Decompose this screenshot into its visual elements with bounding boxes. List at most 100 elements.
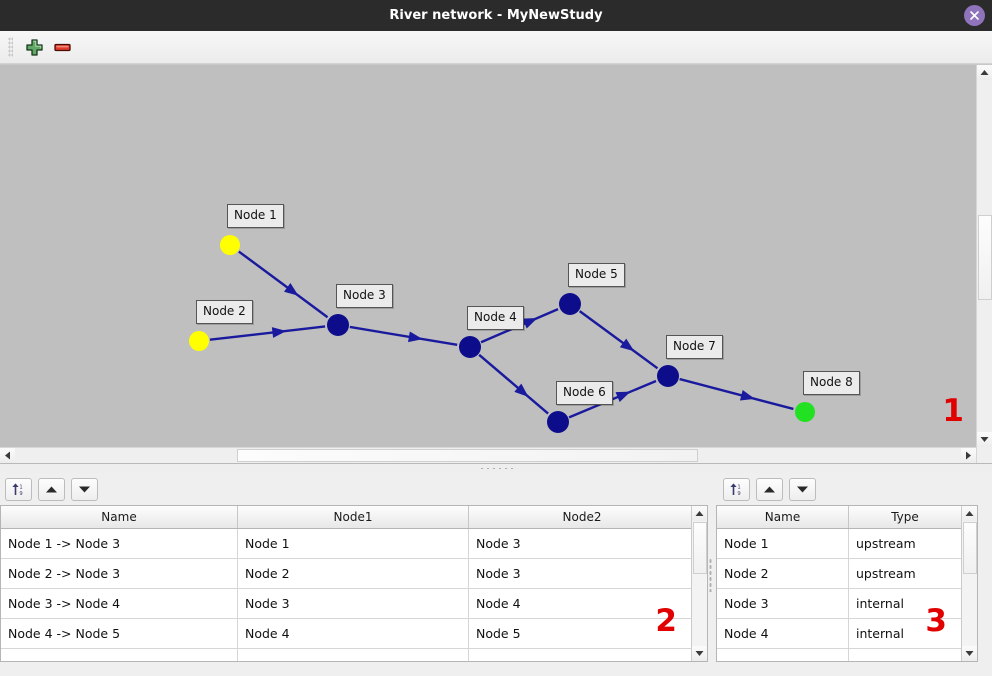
links-table-scrollbar[interactable] (691, 506, 707, 661)
graph-node-label-node-2[interactable]: Node 2 (196, 300, 253, 324)
canvas-vscroll-thumb[interactable] (978, 215, 992, 300)
scroll-left-button[interactable] (0, 448, 15, 463)
graph-node-node-1[interactable] (220, 235, 240, 255)
add-plus-icon (25, 38, 43, 56)
svg-text:9: 9 (737, 491, 740, 497)
table-cell[interactable]: upstream (848, 558, 961, 589)
canvas-vertical-scrollbar[interactable] (976, 65, 992, 463)
canvas-hscroll-thumb[interactable] (237, 449, 698, 462)
graph-node-label-node-5[interactable]: Node 5 (568, 263, 625, 287)
table-cell[interactable]: Node 4 -> Node 5 (1, 618, 238, 649)
graph-node-node-3[interactable] (327, 314, 349, 336)
nodes-pane: 1 9 (712, 473, 992, 676)
graph-edge[interactable] (578, 310, 659, 370)
nodes-sort-button[interactable]: 1 9 (723, 477, 750, 501)
table-cell[interactable]: Node 3 -> Node 4 (1, 588, 238, 619)
bottom-panes: 1 9 (0, 473, 992, 676)
table-cell[interactable]: Node 1 (717, 528, 849, 559)
table-cell[interactable]: Node 2 (717, 558, 849, 589)
links-move-up-button[interactable] (38, 477, 65, 501)
table-cell[interactable]: upstream (848, 528, 961, 559)
links-scroll-thumb[interactable] (693, 522, 707, 574)
graph-node-node-5[interactable] (559, 293, 581, 315)
graph-edge[interactable] (478, 353, 549, 415)
scroll-right-button[interactable] (961, 448, 976, 463)
table-cell[interactable]: Node 3 (468, 558, 695, 589)
graph-edge-arrow-icon (739, 390, 755, 401)
table-cell[interactable]: Node 1 -> Node 3 (1, 528, 238, 559)
links-column-header-node1[interactable]: Node1 (237, 506, 469, 529)
nodes-column-header-name[interactable]: Name (717, 506, 849, 529)
graph-edge[interactable] (679, 377, 794, 411)
graph-node-label-node-7[interactable]: Node 7 (666, 335, 723, 359)
table-cell[interactable]: internal (848, 618, 961, 649)
graph-edge[interactable] (238, 250, 329, 319)
graph-edge[interactable] (349, 325, 458, 347)
table-cell[interactable]: Node 2 -> Node 3 (1, 558, 238, 589)
links-scroll-down-button[interactable] (692, 646, 707, 661)
links-move-down-button[interactable] (71, 477, 98, 501)
table-cell[interactable]: Node 5 (468, 618, 695, 649)
network-graph-canvas[interactable]: Node 1 Node 2 Node 3 Node 4 Node 5 Node 6 Node… (0, 64, 992, 463)
graph-node-node-4[interactable] (459, 336, 481, 358)
nodes-table-scrollbar[interactable] (961, 506, 977, 661)
table-cell[interactable]: Node 3 (717, 588, 849, 619)
scroll-up-button[interactable] (977, 65, 992, 80)
table-cell[interactable]: Node 4 (468, 588, 695, 619)
close-button[interactable] (964, 5, 985, 26)
graph-node-label-node-3[interactable]: Node 3 (336, 284, 393, 308)
nodes-move-up-button[interactable] (756, 477, 783, 501)
chevron-down-icon (695, 651, 704, 656)
sort-ascending-icon: 1 9 (12, 482, 23, 497)
table-cell[interactable]: Node 2 (237, 558, 469, 589)
nodes-scroll-thumb[interactable] (963, 522, 977, 574)
links-scroll-up-button[interactable] (692, 506, 707, 521)
links-column-header-name[interactable]: Name (1, 506, 238, 529)
links-sort-button[interactable]: 1 9 (5, 477, 32, 501)
table-cell[interactable]: internal (848, 588, 961, 619)
canvas-horizontal-scrollbar[interactable] (0, 447, 976, 463)
horizontal-splitter[interactable] (0, 463, 992, 473)
graph-node-node-6[interactable] (547, 411, 569, 433)
links-column-header-node2[interactable]: Node2 (468, 506, 695, 529)
vertical-splitter[interactable] (708, 473, 712, 676)
add-node-button[interactable] (20, 34, 48, 61)
nodes-move-down-button[interactable] (789, 477, 816, 501)
toolbar-drag-handle[interactable] (8, 37, 13, 57)
scroll-down-button[interactable] (977, 432, 992, 447)
table-cell[interactable]: Node 3 (468, 528, 695, 559)
annotation-marker-2: 2 (655, 603, 677, 639)
table-cell[interactable]: Node 3 (237, 588, 469, 619)
nodes-scroll-down-button[interactable] (962, 646, 977, 661)
graph-edge[interactable] (209, 325, 326, 341)
graph-node-label-node-6[interactable]: Node 6 (556, 381, 613, 405)
graph-node-label-node-8[interactable]: Node 8 (803, 371, 860, 395)
remove-node-button[interactable] (48, 34, 76, 61)
table-cell[interactable]: Node 4 (717, 618, 849, 649)
graph-node-label-node-4[interactable]: Node 4 (467, 306, 524, 330)
graph-edge-arrow-icon (619, 338, 635, 352)
graph-node-node-2[interactable] (189, 331, 209, 351)
nodes-column-header-type[interactable]: Type (848, 506, 961, 529)
table-cell[interactable]: Node 4 (237, 618, 469, 649)
graph-node-node-7[interactable] (657, 365, 679, 387)
graph-node-node-8[interactable] (795, 402, 815, 422)
table-cell[interactable]: Node 1 (237, 528, 469, 559)
annotation-marker-3: 3 (925, 603, 947, 639)
chevron-up-icon (695, 511, 704, 516)
nodes-scroll-up-button[interactable] (962, 506, 977, 521)
graph-node-label-node-1[interactable]: Node 1 (227, 204, 284, 228)
links-pane: 1 9 (0, 473, 708, 676)
